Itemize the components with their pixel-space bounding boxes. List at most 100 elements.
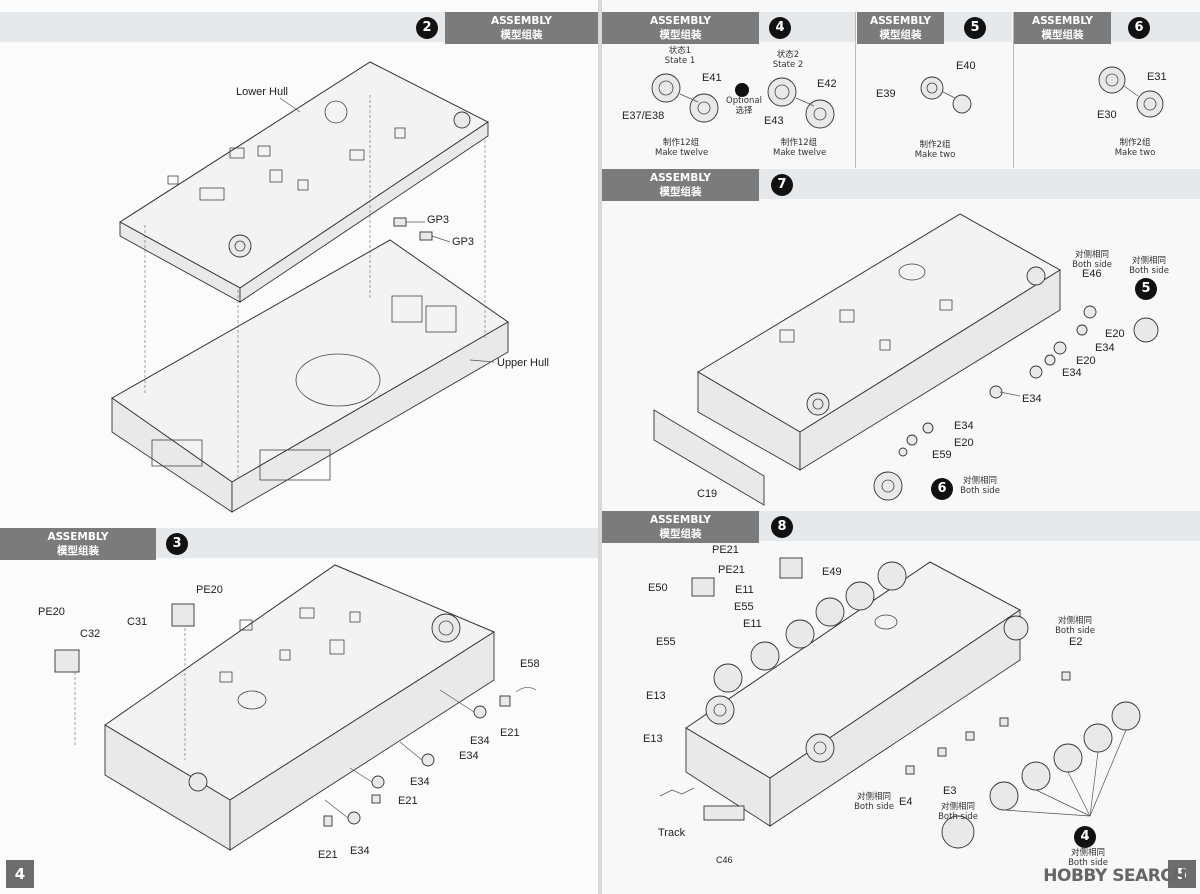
label-s8-e11-b: E11	[743, 618, 762, 630]
step7-both-side-3-en: Both side	[960, 486, 1000, 496]
step8-both-side-2-en: Both side	[854, 802, 894, 812]
step5-make-zh: 制作2组	[919, 140, 951, 150]
step8-both-side-3-zh: 对侧相同	[940, 802, 975, 812]
label-s8-e50: E50	[648, 582, 668, 594]
label-s8-pe21-b: PE21	[718, 564, 745, 576]
label-e34-d: E34	[350, 845, 370, 857]
step4-state1: 状态1 State 1	[660, 46, 700, 66]
step4-state2-en: State 2	[772, 60, 804, 70]
step2-banner: ASSEMBLY 模型组装	[445, 12, 598, 44]
step7-banner-zh: 模型组装	[659, 186, 702, 198]
label-upper-hull: Upper Hull	[497, 357, 549, 369]
step7-both-side-2-en: Both side	[1129, 266, 1169, 276]
step4-step5-divider	[855, 12, 856, 168]
label-s8-e13-b: E13	[643, 733, 663, 745]
step7-header-strip	[759, 169, 1200, 199]
step6-make-zh: 制作2组	[1119, 138, 1151, 148]
step7-both-side-2: 对侧相同 Both side	[1129, 256, 1169, 276]
step8-both-side-1-en: Both side	[1055, 626, 1095, 636]
step8-both-side-2: 对侧相同 Both side	[854, 792, 894, 812]
step8-both-side-3-en: Both side	[938, 812, 978, 822]
page-gutter	[598, 0, 602, 894]
watermark: HOBBY SEARCH	[1043, 866, 1186, 886]
step8-hull-drawing	[659, 557, 1141, 849]
step7-both-side-3: 对侧相同 Both side	[960, 476, 1000, 496]
step2-number-badge: 2	[416, 17, 438, 39]
label-s8-e13-a: E13	[646, 690, 666, 702]
step3-header-strip	[156, 528, 598, 558]
label-e40: E40	[956, 60, 976, 72]
label-s8-e4: E4	[899, 796, 913, 808]
label-e34-a: E34	[470, 735, 490, 747]
label-s8-c46: C46	[716, 855, 733, 865]
step7-both-side-3-zh: 对侧相同	[962, 476, 997, 486]
label-s8-pe21-a: PE21	[712, 544, 739, 556]
label-s7-e59: E59	[932, 449, 952, 461]
label-s8-e11-a: E11	[735, 584, 754, 596]
step4-make2: 制作12组 Make twelve	[773, 138, 827, 158]
label-gp3-a: GP3	[427, 214, 450, 226]
step8-banner: ASSEMBLY 模型组装	[602, 511, 759, 543]
step4-banner: ASSEMBLY 模型组装	[602, 12, 759, 44]
label-e34-c: E34	[410, 776, 430, 788]
label-s7-e20-c: E20	[954, 437, 974, 449]
step5-number-badge: 5	[964, 17, 986, 39]
label-s7-e46: E46	[1082, 268, 1102, 280]
step4-state2: 状态2 State 2	[768, 50, 808, 70]
step4-state1-en: State 1	[664, 56, 696, 66]
label-e43: E43	[764, 115, 784, 127]
label-s8-e49: E49	[822, 566, 842, 578]
step7-ref-step5-badge: 5	[1135, 278, 1157, 300]
step4-number-badge: 4	[769, 17, 791, 39]
step6-banner-zh: 模型组装	[1041, 29, 1084, 41]
label-c31: C31	[127, 616, 148, 628]
step3-banner-en: ASSEMBLY	[47, 531, 109, 543]
page-number-left: 4	[6, 860, 34, 888]
step5-banner-zh: 模型组装	[879, 29, 922, 41]
step6-make: 制作2组 Make two	[1112, 138, 1158, 158]
label-gp3-b: GP3	[452, 236, 475, 248]
label-e31: E31	[1147, 71, 1167, 83]
step6-number-badge: 6	[1128, 17, 1150, 39]
label-s8-e3: E3	[943, 785, 957, 797]
step7-both-side-2-zh: 对侧相同	[1131, 256, 1166, 266]
step8-both-side-4-zh: 对侧相同	[1070, 848, 1105, 858]
step4-state1-zh: 状态1	[668, 46, 692, 56]
step8-number-badge: 8	[771, 516, 793, 538]
step5-banner: ASSEMBLY 模型组装	[857, 12, 944, 44]
step5-idler-drawing	[920, 76, 972, 114]
label-s8-e2: E2	[1069, 636, 1083, 648]
label-e42: E42	[817, 78, 837, 90]
label-s8-e55-b: E55	[656, 636, 676, 648]
step4-state2-zh: 状态2	[776, 50, 800, 60]
step7-both-side-1: 对侧相同 Both side	[1072, 250, 1112, 270]
label-e21-b: E21	[398, 795, 418, 807]
step4-make2-zh: 制作12组	[780, 138, 818, 148]
step8-both-side-3: 对侧相同 Both side	[938, 802, 978, 822]
step8-both-side-4: 对侧相同 Both side	[1068, 848, 1108, 868]
step3-number-badge: 3	[166, 533, 188, 555]
step7-ref-step6-badge: 6	[931, 478, 953, 500]
step4-make2-en: Make twelve	[773, 148, 827, 158]
step7-both-side-1-en: Both side	[1072, 260, 1112, 270]
label-s7-e20-b: E20	[1076, 355, 1096, 367]
label-e58: E58	[520, 658, 540, 670]
step8-both-side-4-en: Both side	[1068, 858, 1108, 868]
step8-banner-zh: 模型组装	[659, 528, 702, 540]
step7-both-side-1-zh: 对侧相同	[1074, 250, 1109, 260]
step3-banner: ASSEMBLY 模型组装	[0, 528, 156, 560]
label-s7-e34-d: E34	[954, 420, 974, 432]
step4-make1-en: Make twelve	[655, 148, 709, 158]
label-pe20-b: PE20	[196, 584, 223, 596]
step6-make-en: Make two	[1114, 148, 1156, 158]
label-c32: C32	[80, 628, 101, 640]
step4-make1-zh: 制作12组	[662, 138, 700, 148]
step6-sprocket-drawing	[1098, 66, 1164, 118]
lower-hull-drawing	[111, 97, 509, 513]
step4-optional-en: Optional	[726, 96, 762, 106]
step8-both-side-1-zh: 对侧相同	[1057, 616, 1092, 626]
label-lower-hull: Lower Hull	[236, 86, 288, 98]
step8-both-side-2-zh: 对侧相同	[856, 792, 891, 802]
step5-make: 制作2组 Make two	[912, 140, 958, 160]
